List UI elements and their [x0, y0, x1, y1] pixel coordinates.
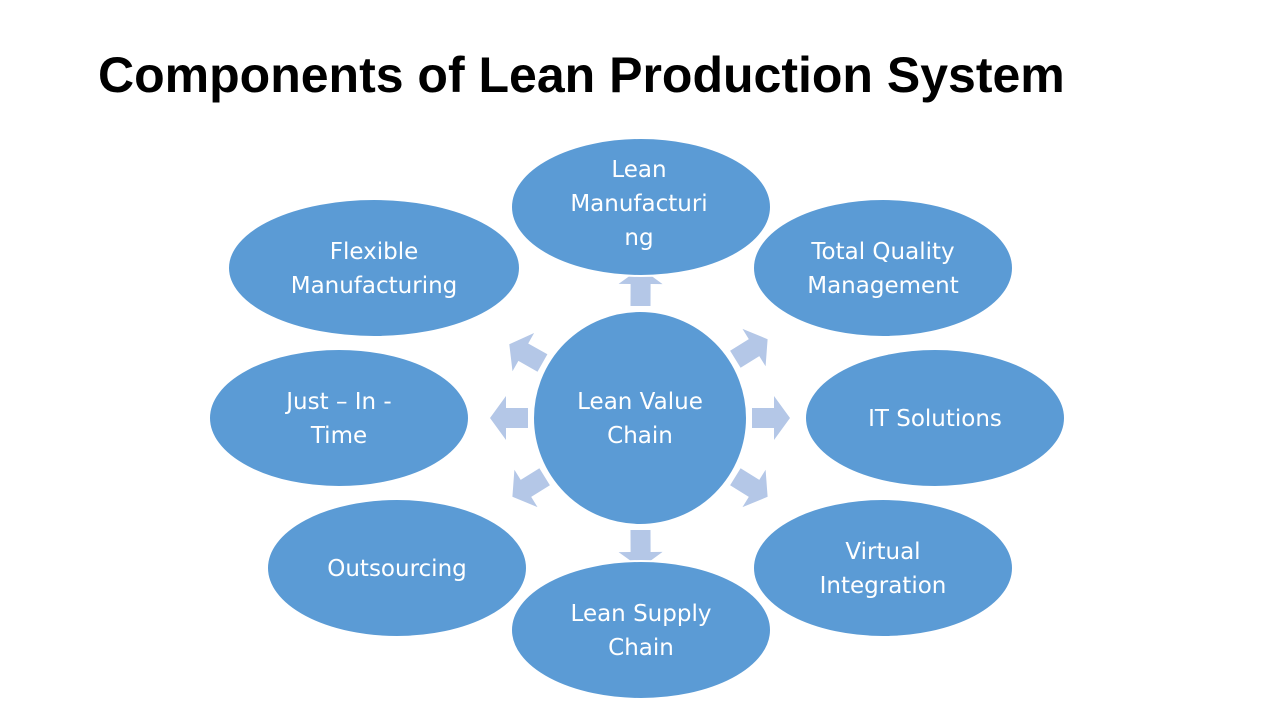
node-label-total-quality-management-line: Management [807, 273, 959, 299]
node-label-flexible-manufacturing-line: Manufacturing [291, 273, 458, 299]
arrow-to-flexible-manufacturing [509, 333, 548, 372]
center-label-line: Chain [607, 423, 673, 449]
node-ellipse-it-solutions [804, 348, 1066, 488]
node-ellipse-total-quality-management [752, 198, 1014, 338]
node-label-virtual-integration-line: Integration [820, 573, 947, 599]
node-label-lean-manufacturing-line: Manufacturi [570, 191, 707, 217]
arrow-to-it-solutions [752, 396, 790, 440]
arrow-to-virtual-integration [730, 468, 768, 508]
node-label-it-solutions-line: IT Solutions [868, 406, 1002, 432]
node-label-lean-manufacturing-line: ng [624, 225, 653, 251]
node-just-in-time: Just – In - Time [208, 348, 470, 488]
connector-arrows [490, 268, 790, 568]
slide-title: Components of Lean Production System [98, 47, 1065, 103]
node-label-lean-supply-chain-line: Lean Supply [571, 601, 712, 627]
node-ellipse-lean-supply-chain [510, 560, 772, 700]
arrow-to-just-in-time [490, 396, 528, 440]
node-label-lean-supply-chain-line: Chain [608, 635, 674, 661]
node-it-solutions: IT Solutions [804, 348, 1066, 488]
node-ellipse-just-in-time [208, 348, 470, 488]
node-label-virtual-integration-line: Virtual [845, 539, 920, 565]
node-label-just-in-time-line: Just – In - [284, 389, 391, 415]
node-ellipse-outsourcing [266, 498, 528, 638]
node-ellipse-lean-manufacturing [510, 137, 772, 277]
node-label-flexible-manufacturing-line: Flexible [330, 239, 419, 265]
center-circle [532, 310, 748, 526]
node-ellipse-flexible-manufacturing [227, 198, 521, 338]
center-label-line: Lean Value [577, 389, 703, 415]
node-outsourcing: Outsourcing [266, 498, 528, 638]
node-label-just-in-time-line: Time [310, 423, 367, 449]
node-label-just-in-time: Just – In - Time [284, 389, 391, 449]
node-label-lean-manufacturing-line: Lean [611, 157, 666, 183]
node-label-total-quality-management-line: Total Quality [810, 239, 954, 265]
arrow-to-lean-supply-chain [618, 530, 663, 568]
arrow-to-lean-manufacturing [618, 268, 663, 306]
arrow-to-outsourcing [512, 468, 550, 508]
node-label-outsourcing: Outsourcing [327, 556, 467, 582]
arrow-to-total-quality-management [730, 328, 768, 368]
node-label-it-solutions: IT Solutions [868, 406, 1002, 432]
node-ellipse-virtual-integration [752, 498, 1014, 638]
node-label-outsourcing-line: Outsourcing [327, 556, 467, 582]
